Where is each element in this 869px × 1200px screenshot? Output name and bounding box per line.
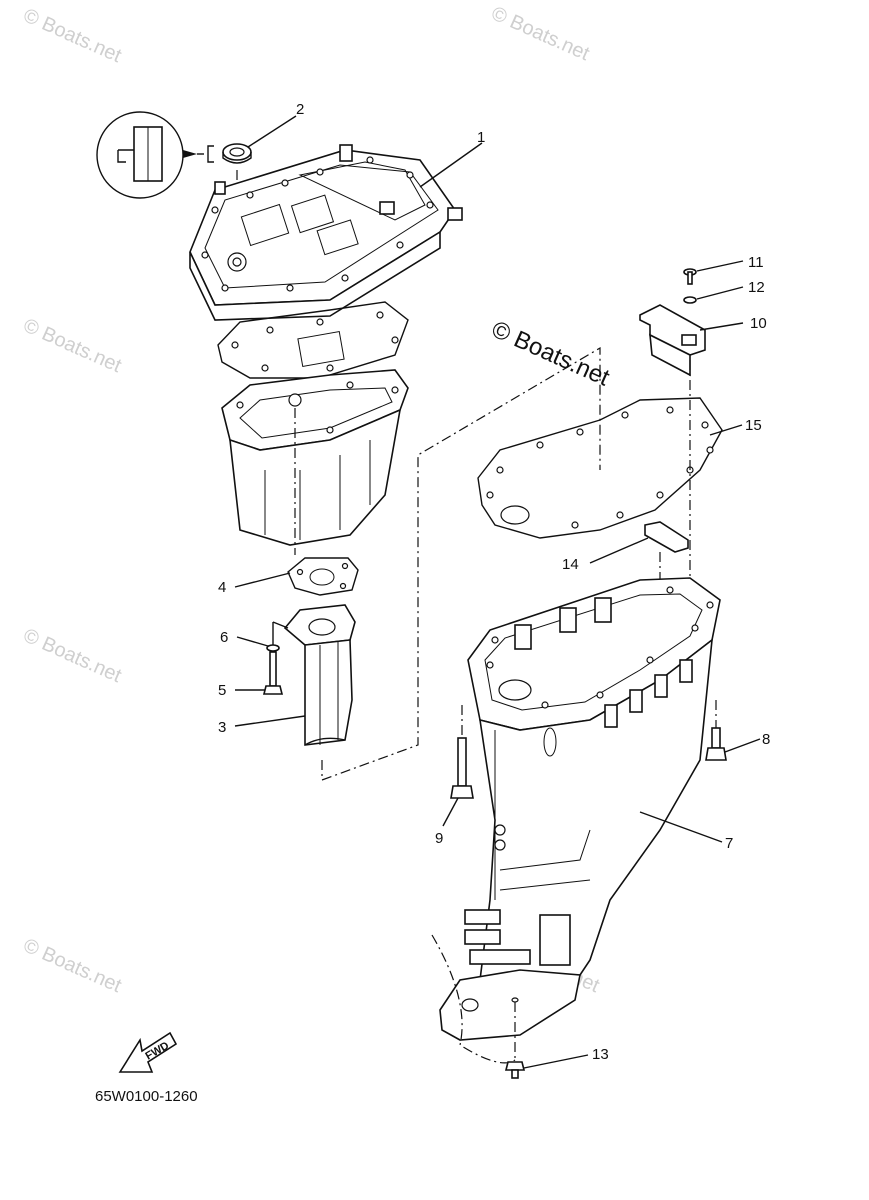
callout-4: 4: [218, 579, 226, 596]
watermark-mid-left: © Boats.net: [20, 314, 125, 377]
fwd-arrow-icon: FWD: [118, 1031, 178, 1073]
callout-6: 6: [220, 629, 228, 646]
part-6-washer: [266, 621, 289, 652]
part-10-bracket: [639, 304, 706, 377]
callout-5: 5: [218, 682, 226, 699]
callout-9: 9: [435, 830, 443, 847]
part-14-plate: [644, 521, 689, 553]
oil-pan: [221, 369, 409, 555]
assembly-line-main: [321, 346, 601, 781]
callout-12: 12: [748, 279, 765, 296]
part-4-gasket: [287, 557, 359, 596]
diagram-code: 65W0100-1260: [95, 1088, 198, 1105]
callout-1: 1: [477, 129, 485, 146]
watermark-bottom-left: © Boats.net: [20, 934, 125, 997]
watermark-lower-left: © Boats.net: [20, 624, 125, 687]
part-3-guide: [283, 604, 356, 746]
part-13-bolt: [504, 1061, 526, 1079]
callout-2: 2: [296, 101, 304, 118]
detail-circle-part-2: [96, 111, 214, 199]
watermark-main: © Boats.net: [488, 316, 614, 392]
callout-3: 3: [218, 719, 226, 736]
callout-11: 11: [748, 254, 764, 271]
callout-7: 7: [725, 835, 733, 852]
callout-8: 8: [762, 731, 770, 748]
part-7-upper-casing: [431, 577, 721, 1064]
part-11-screw: [683, 268, 697, 285]
part-15-gasket: [477, 397, 723, 539]
part-5-bolt: [262, 651, 284, 695]
callout-10: 10: [750, 315, 767, 332]
callout-13: 13: [592, 1046, 609, 1063]
part-12-washer: [683, 296, 697, 304]
part-2-seal: [222, 143, 252, 258]
leader-lines: [234, 115, 761, 1069]
callout-labels: 1 2 3 4 5 6 7 8 9 10 11 12 13 14 15: [218, 101, 770, 1063]
part-9-bolt: [450, 705, 474, 799]
callout-15: 15: [745, 417, 762, 434]
part-1-upper-plate: [189, 144, 463, 321]
callout-14: 14: [562, 556, 579, 573]
watermark-top-left: © Boats.net: [20, 4, 125, 67]
watermark-top-right: © Boats.net: [488, 2, 593, 65]
gasket-upper: [217, 301, 409, 379]
part-8-bolt: [705, 700, 727, 761]
fwd-label: FWD: [144, 1040, 172, 1063]
